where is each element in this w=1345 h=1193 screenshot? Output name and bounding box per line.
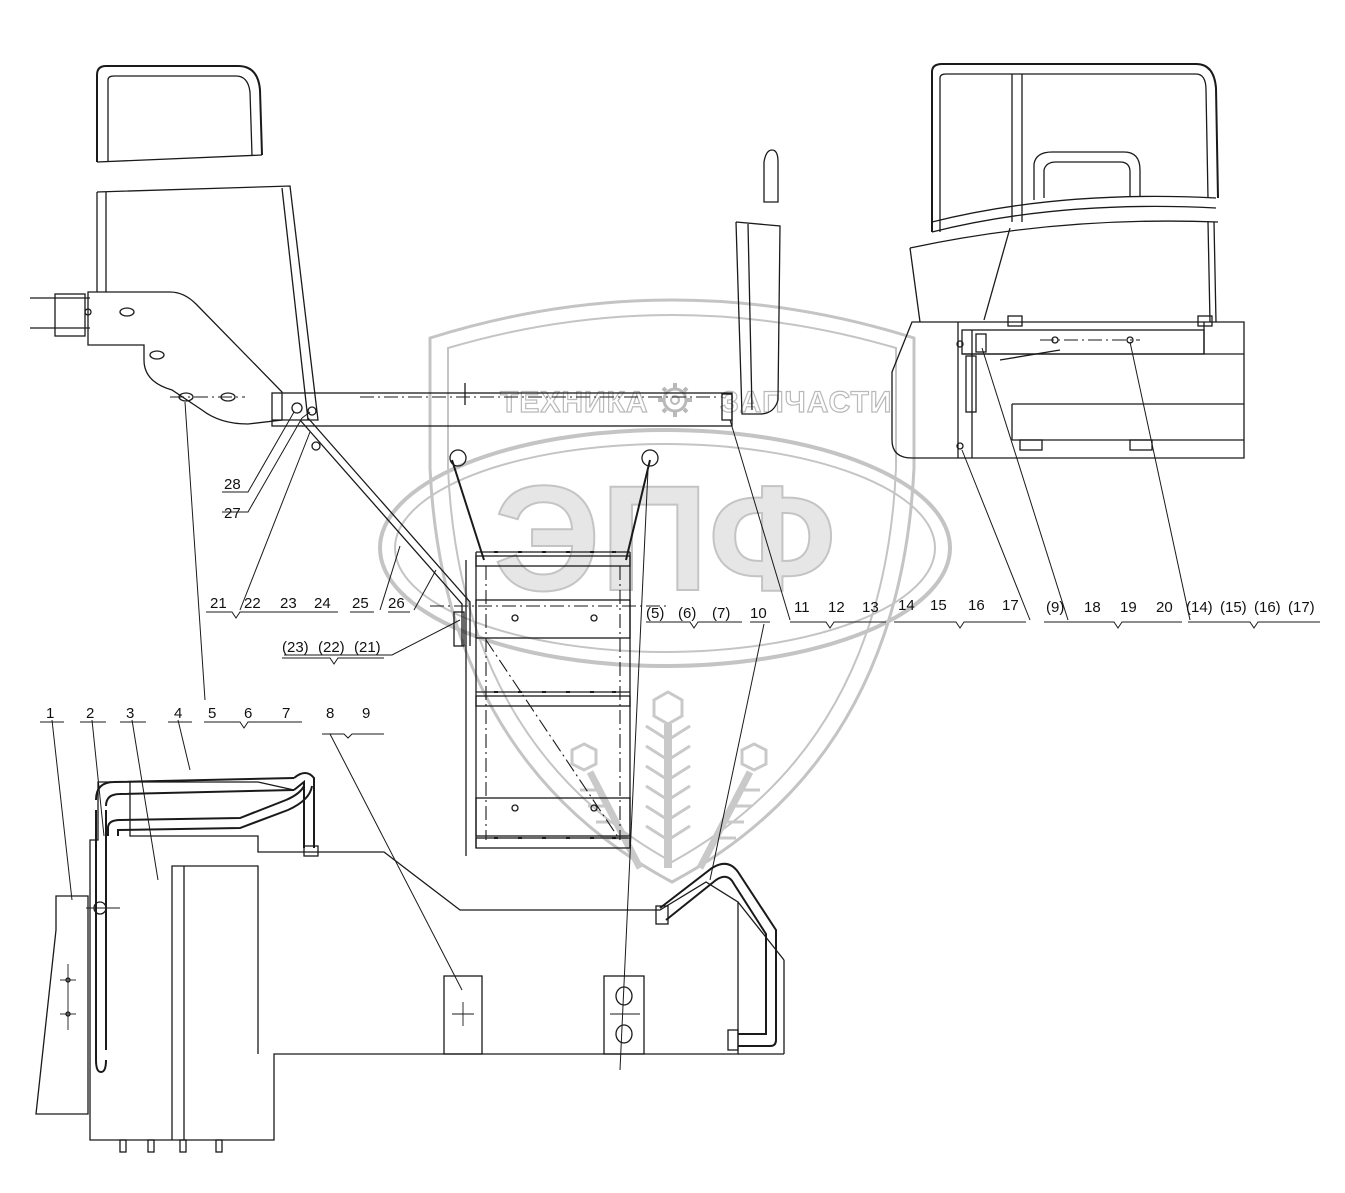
platform-box [891, 321, 1245, 459]
callout-p22: (22) [318, 639, 345, 656]
watermark-oval [378, 428, 952, 668]
callout-17: 17 [1002, 597, 1019, 614]
callout-18: 18 [1084, 599, 1101, 616]
callout-p21: (21) [354, 639, 381, 656]
callout-8: 8 [326, 705, 334, 722]
tank-body [89, 781, 739, 1141]
cab-side-view [30, 65, 781, 647]
diagonal-brace [299, 419, 463, 646]
cab-body [96, 185, 319, 421]
gear-icon [658, 383, 692, 417]
tank-side-view [35, 772, 785, 1153]
callout-10: 10 [750, 605, 767, 622]
callout-23: 23 [280, 595, 297, 612]
left-plate [35, 895, 89, 1115]
callout-5: 5 [208, 705, 216, 722]
watermark-brand: ЭПФ [494, 454, 837, 622]
roof-handrail [96, 65, 263, 162]
mount-bracket-left [443, 975, 483, 1055]
callout-27: 27 [224, 505, 241, 522]
wheat-emblem-icon [570, 690, 768, 870]
leader-lines [40, 341, 1320, 1071]
front-handrail [931, 63, 1219, 232]
callout-28: 28 [224, 476, 241, 493]
callout-21: 21 [210, 595, 227, 612]
callout-p16: (16) [1254, 599, 1281, 616]
callout-15: 15 [930, 597, 947, 614]
watermark-left-text: ТЕХНИКА [500, 386, 649, 419]
callout-p14: (14) [1186, 599, 1213, 616]
callout-12: 12 [828, 599, 845, 616]
cab-front-view [891, 63, 1245, 459]
callout-22: 22 [244, 595, 261, 612]
mounting-bracket [87, 291, 283, 425]
callout-14: 14 [898, 597, 915, 614]
callout-2: 2 [86, 705, 94, 722]
callout-p17: (17) [1288, 599, 1315, 616]
ladder [430, 449, 670, 856]
watermark: ТЕХНИКА ЗАПЧАСТИ ЭПФ [378, 298, 952, 884]
callout-26: 26 [388, 595, 405, 612]
callout-p23: (23) [282, 639, 309, 656]
ladder-step-3 [475, 695, 631, 707]
callout-25: 25 [352, 595, 369, 612]
callout-4: 4 [174, 705, 182, 722]
callout-p5: (5) [646, 605, 664, 622]
callout-labels: 28 27 21 22 23 24 25 26 (23) (22) (21) (… [46, 476, 1315, 722]
mirror-arm [735, 221, 781, 415]
callout-p7: (7) [712, 605, 730, 622]
rear-handrail [659, 862, 777, 1047]
callout-p6: (6) [678, 605, 696, 622]
callout-19: 19 [1120, 599, 1137, 616]
callout-7: 7 [282, 705, 290, 722]
callout-6: 6 [244, 705, 252, 722]
callout-1: 1 [46, 705, 54, 722]
callout-p9: (9) [1046, 599, 1064, 616]
shield-icon [428, 298, 916, 884]
callout-9: 9 [362, 705, 370, 722]
callout-20: 20 [1156, 599, 1173, 616]
mirror [763, 149, 779, 203]
callout-13: 13 [862, 599, 879, 616]
callout-24: 24 [314, 595, 331, 612]
callout-p15: (15) [1220, 599, 1247, 616]
callout-3: 3 [126, 705, 134, 722]
callout-16: 16 [968, 597, 985, 614]
callout-11: 11 [794, 599, 810, 616]
